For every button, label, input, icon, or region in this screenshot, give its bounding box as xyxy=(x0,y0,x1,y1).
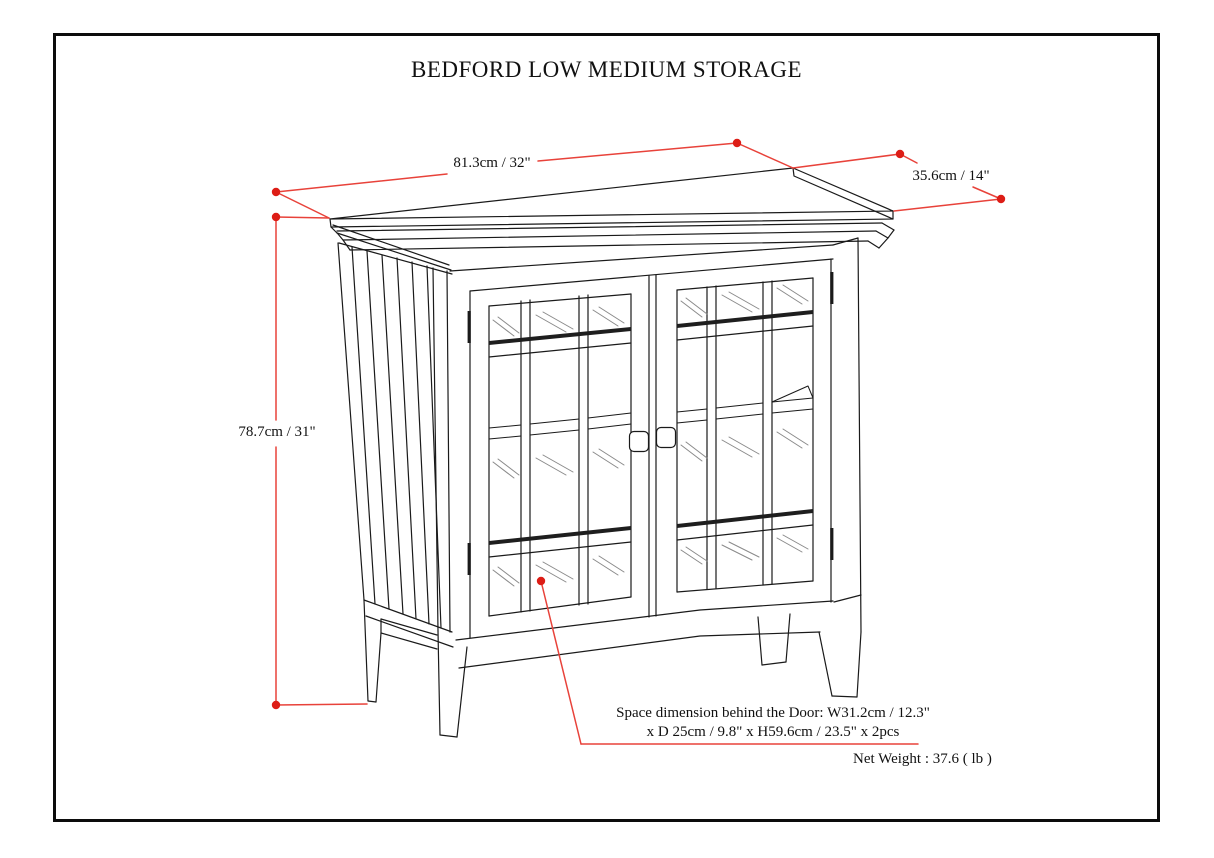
width-dimension-label: 81.3cm / 32" xyxy=(453,155,531,171)
door-hinges xyxy=(467,272,834,575)
dimension-dots xyxy=(271,138,1006,710)
depth-dimension-lines xyxy=(792,153,1002,212)
right-door-shelf-lines xyxy=(676,385,814,424)
left-door xyxy=(469,275,650,639)
height-dimension-label: 78.7cm / 31" xyxy=(238,424,316,440)
space-dimension-note: Space dimension behind the Door: W31.2cm… xyxy=(560,704,986,742)
space-dimension-leader xyxy=(540,580,919,745)
cabinet-carcass xyxy=(449,237,862,669)
space-dimension-line1: Space dimension behind the Door: W31.2cm… xyxy=(616,705,930,721)
door-knobs xyxy=(628,426,677,453)
height-dimension-lines xyxy=(275,216,368,706)
cabinet-top-slab xyxy=(329,167,894,228)
glass-shine-marks xyxy=(492,284,809,587)
left-door-knob xyxy=(628,430,650,453)
depth-dimension-label: 35.6cm / 14" xyxy=(912,168,990,184)
net-weight-label: Net Weight : 37.6 ( lb ) xyxy=(853,751,992,767)
space-dimension-line2: x D 25cm / 9.8" x H59.6cm / 23.5" x 2pcs xyxy=(646,724,900,740)
right-door-knob xyxy=(655,426,677,449)
left-door-shelf-lines xyxy=(488,412,632,440)
border-frame xyxy=(53,33,1160,822)
cabinet-legs xyxy=(363,599,862,738)
page-title: BEDFORD LOW MEDIUM STORAGE xyxy=(410,57,803,82)
right-door xyxy=(655,258,832,617)
cabinet-cornice xyxy=(330,222,895,275)
width-dimension-lines xyxy=(275,142,794,219)
cabinet-left-side xyxy=(337,242,454,650)
cabinet xyxy=(329,167,895,738)
